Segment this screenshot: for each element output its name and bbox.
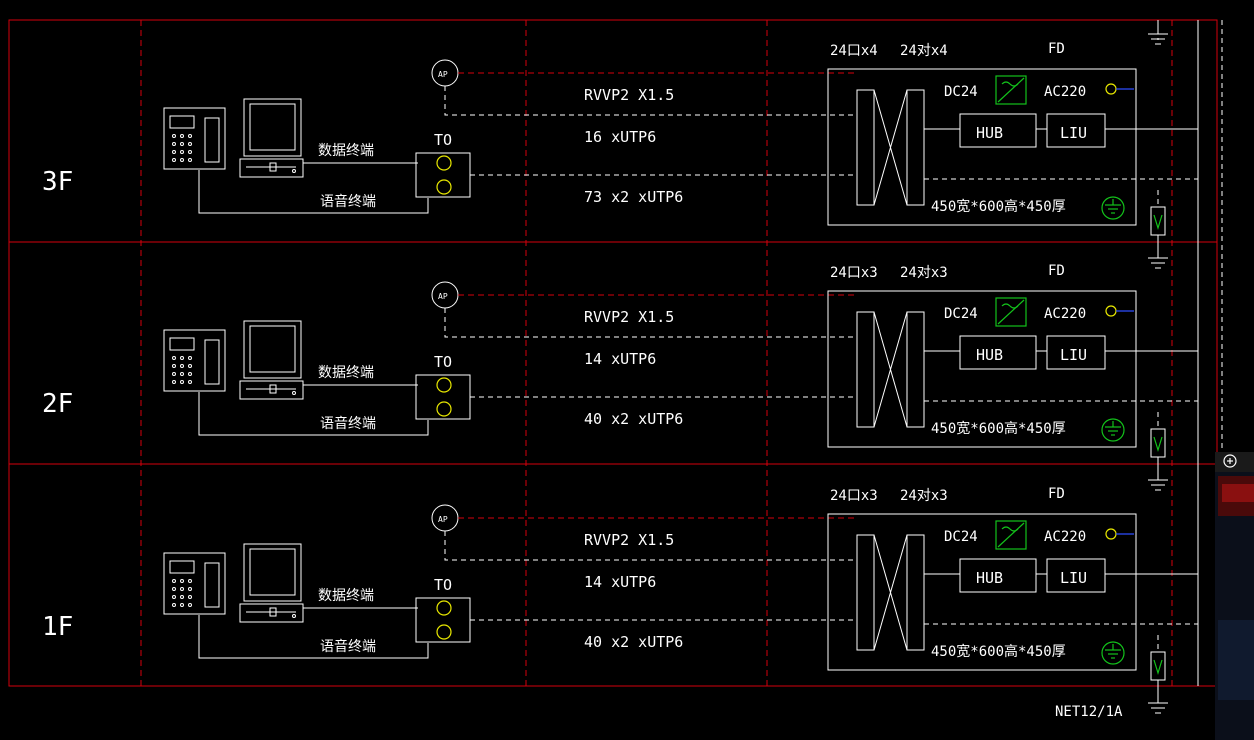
data-terminal-label: 数据终端	[318, 588, 374, 604]
power-supply-icon	[995, 297, 1027, 327]
cable-ap: RVVP2 X1.5	[584, 531, 674, 549]
liu-label: LIU	[1060, 124, 1087, 142]
liu-label: LIU	[1060, 569, 1087, 587]
fd-label: FD	[1048, 486, 1065, 502]
ground-icon	[1148, 686, 1168, 714]
port-count: 24口x4	[830, 43, 878, 59]
computer-icon	[239, 98, 304, 178]
computer-icon	[239, 320, 304, 400]
access-point-icon: AP	[431, 504, 459, 532]
cable-data: 14 xUTP6	[584, 350, 656, 368]
data-terminal-label: 数据终端	[318, 365, 374, 381]
outlet-icon	[415, 374, 471, 420]
to-label: TO	[434, 576, 452, 594]
hub-label: HUB	[976, 346, 1003, 364]
hub-label: HUB	[976, 124, 1003, 142]
voice-terminal-label: 语音终端	[320, 415, 376, 432]
pair-count: 24对x3	[900, 265, 948, 281]
svg-text:AP: AP	[438, 70, 448, 79]
liu-label: LIU	[1060, 346, 1087, 364]
surge-protector-icon	[1148, 412, 1168, 491]
floor-row-3f: 3F 数据终端 语音终端 TO	[42, 41, 1198, 269]
outlet-icon	[415, 152, 471, 198]
to-label: TO	[434, 353, 452, 371]
cable-voice: 73 x2 xUTP6	[584, 188, 683, 206]
ground-icon	[1101, 641, 1125, 665]
to-label: TO	[434, 131, 452, 149]
distribution-cabinet: HUB LIU DC24 AC220 450宽*600高*450厚	[827, 290, 1198, 448]
cable-data: 14 xUTP6	[584, 573, 656, 591]
riser-trunk	[1157, 20, 1223, 686]
ac-label: AC220	[1044, 84, 1086, 100]
distribution-cabinet: HUB LIU DC24 AC220 450宽*600高*450厚	[827, 513, 1198, 671]
ac-label: AC220	[1044, 306, 1086, 322]
outlet-icon	[415, 597, 471, 643]
access-point-icon: AP	[431, 59, 459, 87]
pair-count: 24对x4	[900, 43, 948, 59]
dc-label: DC24	[944, 84, 978, 100]
cabinet-dims: 450宽*600高*450厚	[931, 643, 1066, 660]
floor-row-1f: 1F 数据终端 语音终端 TO	[42, 486, 1198, 714]
hub-label: HUB	[976, 569, 1003, 587]
port-count: 24口x3	[830, 488, 878, 504]
ground-icon	[1101, 418, 1125, 442]
cabinet-dims: 450宽*600高*450厚	[931, 420, 1066, 437]
surge-protector-icon	[1148, 190, 1168, 269]
cable-voice: 40 x2 xUTP6	[584, 633, 683, 651]
svg-text:AP: AP	[438, 515, 448, 524]
power-supply-icon	[995, 520, 1027, 550]
dc-label: DC24	[944, 529, 978, 545]
voice-terminal-label: 语音终端	[320, 193, 376, 210]
ac-label: AC220	[1044, 529, 1086, 545]
access-point-icon: AP	[431, 281, 459, 309]
pair-count: 24对x3	[900, 488, 948, 504]
floor-label: 2F	[42, 389, 73, 419]
port-count: 24口x3	[830, 265, 878, 281]
voice-terminal-label: 语音终端	[320, 638, 376, 655]
svg-text:AP: AP	[438, 292, 448, 301]
computer-icon	[239, 543, 304, 623]
floor-label: 1F	[42, 612, 73, 642]
ground-icon	[1148, 20, 1168, 45]
data-terminal-label: 数据终端	[318, 143, 374, 159]
ground-icon	[1101, 196, 1125, 220]
drawing-frame	[8, 19, 1218, 687]
power-supply-icon	[995, 75, 1027, 105]
cabinet-dims: 450宽*600高*450厚	[931, 198, 1066, 215]
net-label: NET12/1A	[1055, 704, 1123, 720]
cable-data: 16 xUTP6	[584, 128, 656, 146]
fd-label: FD	[1048, 41, 1065, 57]
overlay-thumbnail[interactable]	[1215, 452, 1254, 740]
cable-ap: RVVP2 X1.5	[584, 86, 674, 104]
floor-label: 3F	[42, 167, 73, 197]
floor-row-2f: 2F 数据终端 语音终端 TO	[42, 263, 1198, 491]
cable-voice: 40 x2 xUTP6	[584, 410, 683, 428]
fd-label: FD	[1048, 263, 1065, 279]
telephone-icon	[163, 107, 226, 170]
telephone-icon	[163, 552, 226, 615]
telephone-icon	[163, 329, 226, 392]
cable-ap: RVVP2 X1.5	[584, 308, 674, 326]
distribution-cabinet: HUB LIU DC24 AC220 450宽*600高*450厚	[827, 68, 1198, 226]
dc-label: DC24	[944, 306, 978, 322]
